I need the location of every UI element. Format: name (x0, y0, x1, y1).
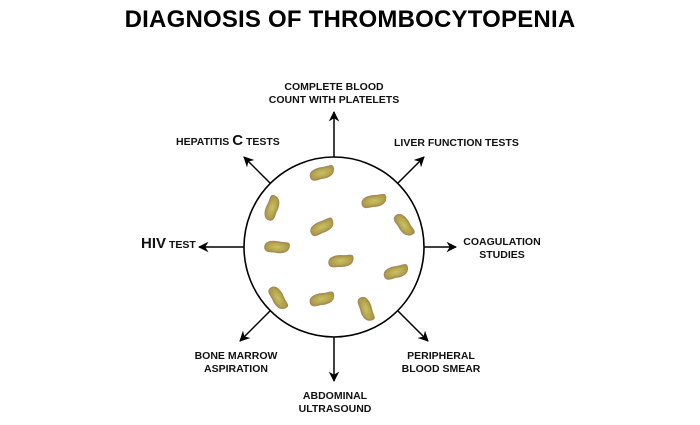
label-line: ULTRASOUND (298, 403, 372, 415)
label-line: ABDOMINAL (302, 390, 368, 402)
label-c: C (232, 132, 244, 149)
label-line: COAGULATION (463, 236, 541, 248)
label-line: PERIPHERAL (407, 350, 475, 362)
platelet-icon (309, 165, 335, 181)
label-test: TEST (168, 239, 196, 251)
platelet-icon (383, 264, 409, 280)
arrow-bottom-left (239, 310, 271, 342)
label-hiv: HIV (141, 235, 167, 252)
platelet-icon (264, 194, 280, 221)
label-complete-blood-count: COMPLETE BLOOD COUNT WITH PLATELETS (254, 81, 414, 107)
label-line: BLOOD SMEAR (401, 363, 481, 375)
label-line: COUNT WITH PLATELETS (268, 94, 400, 106)
platelet-icon (393, 213, 415, 236)
label-line: ASPIRATION (204, 363, 268, 375)
platelet-icon (328, 254, 354, 268)
label-bone-marrow-aspiration: BONE MARROW ASPIRATION (188, 350, 284, 376)
label-line: STUDIES (479, 249, 525, 261)
arrow-top-right (397, 156, 425, 184)
label-hiv-test: HIV TEST (141, 235, 196, 252)
label-coagulation-studies: COAGULATION STUDIES (462, 236, 542, 262)
platelet-icon (357, 296, 375, 321)
label-abdominal-ultrasound: ABDOMINAL ULTRASOUND (290, 390, 380, 416)
diagram-title: DIAGNOSIS OF THROMBOCYTOPENIA (124, 6, 576, 33)
label-hepatitis: HEPATITIS (176, 136, 230, 148)
label-tests: TESTS (245, 136, 280, 148)
label-peripheral-blood-smear: PERIPHERAL BLOOD SMEAR (396, 350, 486, 376)
arrow-bottom-right (397, 310, 429, 342)
label-hepatitis-c-tests: HEPATITIS C TESTS (176, 132, 280, 149)
label-liver-function-tests: LIVER FUNCTION TESTS (394, 137, 519, 149)
platelet-icon (264, 240, 290, 254)
platelet-icon (310, 217, 334, 237)
arrow-top-left (243, 156, 271, 184)
platelet-icon (361, 193, 387, 209)
label-line: BONE MARROW (194, 350, 278, 362)
platelet-icon (268, 286, 289, 310)
platelet-icon (309, 291, 335, 307)
label-line: COMPLETE BLOOD (284, 81, 384, 93)
